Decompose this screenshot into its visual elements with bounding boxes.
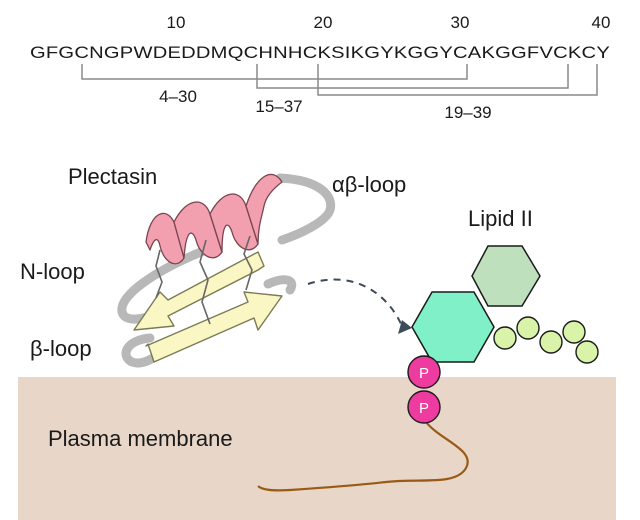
position-marker-40: 40	[592, 13, 611, 32]
binding-arrow	[307, 278, 403, 327]
n-loop-label: N-loop	[20, 259, 85, 284]
disulfide-bond-4-30	[81, 64, 468, 80]
lipid-ii: Lipid II P P	[407, 206, 599, 424]
disulfide-bond-15-37	[256, 64, 569, 89]
lipid-tail	[257, 421, 469, 492]
ab-loop-label: αβ-loop	[332, 172, 406, 197]
disulfide-bridges	[155, 235, 253, 325]
lipid-ii-label: Lipid II	[468, 206, 533, 231]
position-marker-20: 20	[314, 13, 333, 32]
b-loop-label: β-loop	[30, 336, 92, 361]
binding-arrowhead	[398, 320, 412, 334]
phosphate-1-label: P	[419, 365, 429, 382]
membrane-label: Plasma membrane	[48, 426, 233, 451]
beta-strand-2	[145, 291, 283, 363]
position-marker-10: 10	[167, 13, 186, 32]
bond-label-19-39: 19–39	[444, 103, 491, 122]
disulfide-bond-19-39	[317, 64, 598, 96]
hexagon-lower	[411, 291, 495, 363]
plectasin-structure: Plectasin αβ-loop N-loop β-loop	[20, 164, 406, 368]
sequence-panel: 10 20 30 40 GFGCNGPWDEDDMQCHNHCKSIKGYKGG…	[30, 13, 610, 122]
plasma-membrane	[18, 377, 616, 520]
c-terminal-loop	[263, 275, 297, 295]
peptide-sequence: GFGCNGPWDEDDMQCHNHCKSIKGYKGGYCAKGGFVCKCY	[30, 43, 610, 62]
hexagon-upper	[471, 245, 541, 307]
position-marker-30: 30	[451, 13, 470, 32]
bond-label-15-37: 15–37	[255, 97, 302, 116]
ab-loop	[275, 173, 336, 245]
beta-strand-1	[133, 251, 265, 331]
beta-sheet	[133, 251, 283, 363]
peptide-chain	[493, 316, 599, 364]
phosphate-2-label: P	[419, 400, 429, 417]
plectasin-label: Plectasin	[68, 164, 157, 189]
n-loop	[117, 245, 211, 324]
phosphate-1: P	[407, 355, 441, 389]
phosphate-2: P	[407, 390, 441, 424]
alpha-helix	[145, 173, 283, 265]
bond-label-4-30: 4–30	[159, 87, 197, 106]
